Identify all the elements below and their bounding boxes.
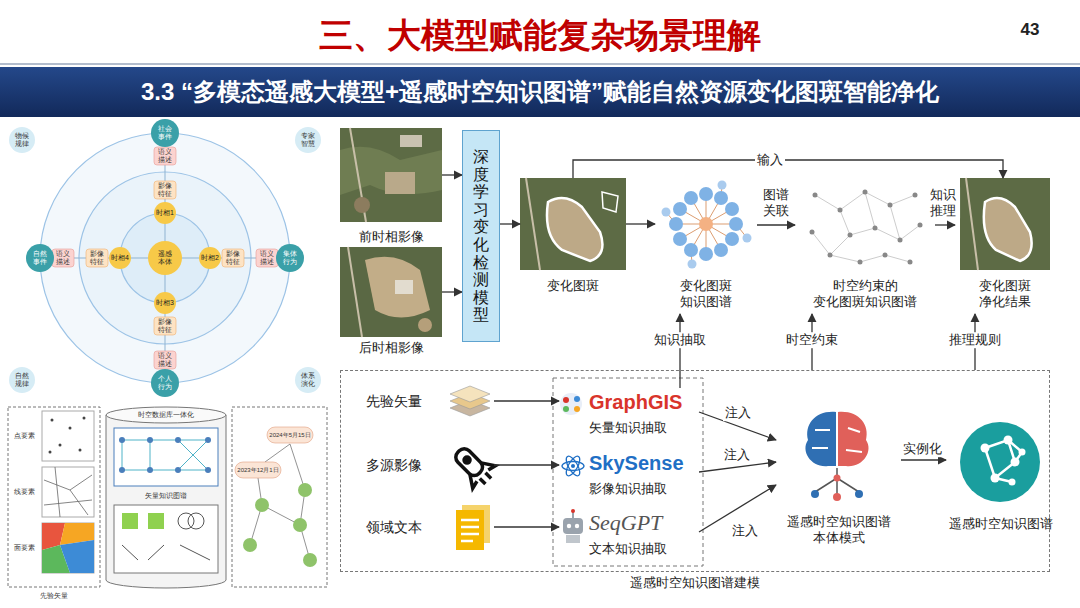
model-column: 深度学习变化检测模型	[462, 130, 500, 342]
node-text: SkySense	[589, 449, 699, 477]
node-text: 深度学习变化检测模型	[473, 148, 489, 324]
diagram-label: 自然事件	[33, 250, 47, 265]
flow-arrow	[935, 224, 955, 225]
flow-arrow	[679, 314, 680, 388]
diagram-label: 语义描述	[158, 148, 172, 163]
diagram-label: 时相2	[201, 254, 219, 262]
extraction-group	[553, 378, 703, 566]
model-node: SeqGPT 文本知识抽取	[559, 509, 699, 564]
flow-arrow	[699, 462, 776, 472]
diagram-label: 时空数据库一体化	[138, 411, 194, 419]
edge-label: 实例化	[901, 441, 944, 457]
diagram-label: 社会事件	[158, 125, 172, 140]
diagram-label: 线要素	[14, 488, 35, 496]
flow-arrow	[901, 459, 946, 460]
diagram-label: 先验矢量	[40, 592, 68, 600]
flow-arrow	[494, 464, 559, 465]
flow-arrow	[442, 291, 462, 292]
node-text: 遥感时空知识图谱建模	[341, 575, 1049, 591]
flow-arrow	[442, 174, 462, 175]
flow-arrow	[757, 224, 795, 225]
node-text: 领域文本	[366, 519, 422, 537]
diagram-label: 影像特征	[90, 250, 104, 265]
edge-label: 时空约束	[784, 332, 840, 348]
diagram-label: 面要素	[14, 544, 35, 552]
node-text: 文本知识抽取	[589, 540, 699, 558]
edge-label: 知识抽取	[652, 332, 708, 348]
diagram-label: 专家智慧	[301, 132, 315, 147]
node-text: 影像知识抽取	[589, 480, 699, 498]
figure-node: 遥感时空知识图谱	[946, 416, 1056, 536]
section-banner: 3.3 “多模态遥感大模型+遥感时空知识图谱”赋能自然资源变化图斑智能净化	[0, 67, 1080, 117]
edge-label: 注入	[723, 405, 753, 421]
figure-node: 遥感时空知识图谱 本体模式	[776, 406, 901, 550]
figure-node: 后时相影像	[340, 247, 442, 360]
node-text: 3.3 “多模态遥感大模型+遥感时空知识图谱”赋能自然资源变化图斑智能净化	[141, 76, 939, 108]
source-node: 领域文本	[359, 511, 494, 545]
edge-label: 注入	[730, 523, 760, 539]
node-text: 后时相影像	[340, 340, 442, 356]
edge-label: 推理规则	[947, 332, 1003, 348]
flow-arrow	[500, 223, 520, 224]
diagram-label: 时相4	[111, 254, 129, 262]
satellite-images	[340, 128, 1050, 337]
diagram-label: 物候规律	[15, 132, 29, 147]
source-node: 先验矢量	[359, 385, 494, 419]
diagram-label: 矢量知识图谱	[145, 492, 187, 500]
node-text: SeqGPT	[589, 509, 699, 537]
diagram-label: 点要素	[14, 432, 35, 440]
node-text: 矢量知识抽取	[589, 419, 699, 437]
diagram-label: 语义描述	[56, 250, 70, 265]
model-node: SkySense 影像知识抽取	[559, 449, 699, 504]
node-text: 变化图斑 净化结果	[955, 278, 1055, 311]
ring-diagram	[9, 119, 321, 397]
edge-label: 注入	[722, 447, 752, 463]
node-text: 时空约束的 变化图斑知识图谱	[795, 278, 935, 311]
node-text: 先验矢量	[366, 393, 422, 411]
diagram-label: 影像特征	[226, 250, 240, 265]
figure-node: 变化图斑 知识图谱	[655, 178, 757, 314]
node-text: 遥感时空知识图谱	[946, 516, 1056, 532]
slide-title: 三、大模型赋能复杂场景理解	[0, 14, 1080, 56]
constrained-graph-picture	[810, 190, 923, 265]
node-text: 变化图斑 知识图谱	[655, 278, 757, 311]
diagram-label: 个人行为	[158, 375, 172, 390]
modeling-group: 遥感时空知识图谱建模先验矢量多源影像领域文本GraphGIS矢量知识抽取SkyS…	[340, 370, 1050, 572]
diagram-label: 时相3	[156, 299, 174, 307]
flow-arrow	[626, 223, 655, 224]
diagram-label: 集体行为	[283, 250, 297, 265]
flow-arrow	[494, 526, 559, 527]
diagram-label: 影像特征	[158, 182, 172, 197]
vector-panels	[8, 407, 327, 588]
diagram-label: 2024年5月15日	[269, 432, 310, 439]
flow-arrow	[573, 160, 1003, 178]
diagram-label: 自然规律	[15, 372, 29, 387]
diagram-label: 时相1	[156, 209, 174, 217]
figure-node: 前时相影像	[340, 128, 442, 249]
diagram-label: 影像特征	[158, 318, 172, 333]
edge-label: 知识 推理	[926, 187, 960, 218]
diagram-label: 2023年12月1日	[237, 467, 278, 474]
node-text: GraphGIS	[589, 388, 699, 416]
source-node: 多源影像	[359, 449, 494, 483]
edge-label: 输入	[755, 152, 785, 168]
diagram-label: 遥感本体	[158, 250, 172, 265]
edge-label: 图谱 关联	[759, 187, 793, 218]
figure-node: 变化图斑 净化结果	[955, 178, 1055, 314]
model-node: GraphGIS 矢量知识抽取	[559, 388, 699, 443]
diagram-label: 语义描述	[260, 250, 274, 265]
diagram-label: 体系演化	[301, 372, 315, 387]
diagram-label: 43	[1021, 21, 1040, 40]
node-text: 遥感时空知识图谱 本体模式	[776, 514, 901, 547]
node-text: 前时相影像	[340, 229, 442, 245]
flow-arrow	[494, 400, 559, 401]
node-text: 变化图斑	[520, 278, 626, 294]
figure-node: 变化图斑	[520, 178, 626, 298]
knowledge-graph-picture	[662, 181, 752, 269]
figure-node: 时空约束的 变化图斑知识图谱	[795, 178, 935, 314]
node-text: 多源影像	[366, 457, 422, 475]
diagram-label: 语义描述	[158, 352, 172, 367]
